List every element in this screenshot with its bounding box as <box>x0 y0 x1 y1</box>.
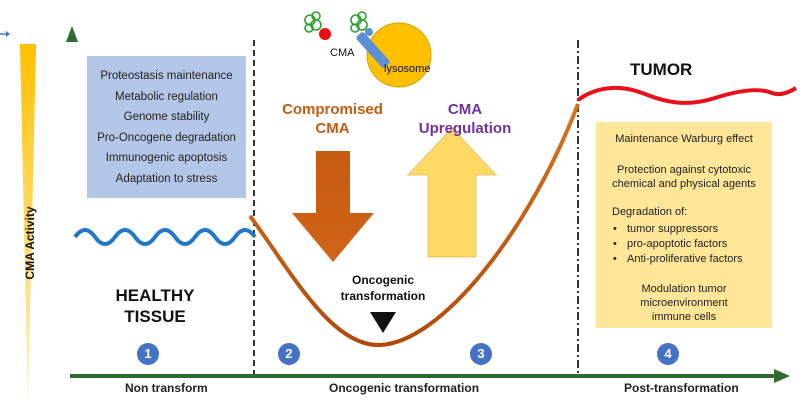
x-label-post-transformation: Post-transformation <box>624 381 739 395</box>
phase-badge-4: 4 <box>657 343 679 365</box>
phase-badge-1: 1 <box>137 343 159 365</box>
tumor-activity-wave <box>576 85 798 105</box>
activity-gradient-triangle <box>20 44 36 406</box>
x-axis-arrowhead <box>774 369 790 383</box>
cma-label: CMA <box>330 47 355 59</box>
healthy-function: Adaptation to stress <box>115 172 218 185</box>
protein-icon <box>350 11 368 33</box>
tumor-title: TUMOR <box>630 60 693 79</box>
lysosome-label: lysosome <box>384 63 431 75</box>
compromised-down-arrow <box>292 151 374 262</box>
tumor-functions-box: Maintenance Warburg effect Protection ag… <box>596 122 772 328</box>
tumor-function: Maintenance Warburg effect <box>615 133 753 145</box>
upregulation-up-arrow <box>406 127 498 258</box>
healthy-function: Pro-Oncogene degradation <box>97 131 236 144</box>
cma-lysosome-illustration <box>304 11 432 88</box>
healthy-function: Immunogenic apoptosis <box>105 152 228 164</box>
tumor-function: immune cells <box>651 311 717 323</box>
healthy-activity-wave <box>73 228 257 246</box>
healthy-function: Metabolic regulation <box>115 90 218 103</box>
transformation-marker <box>370 312 396 333</box>
healthy-function: Genome stability <box>123 111 210 123</box>
protein-icon <box>304 11 322 33</box>
tumor-function: Protection against cytotoxic <box>617 164 751 176</box>
tumor-function: chemical and physical agents <box>612 178 756 190</box>
cma-upregulation-label: CMA Upregulation <box>418 101 512 137</box>
tumor-function: microenvironment <box>640 297 728 309</box>
healthy-function: Proteostasis maintenance <box>100 70 233 82</box>
degradation-item: •pro-apoptotic factors <box>613 238 728 250</box>
y-axis-arrowhead <box>66 26 78 42</box>
y-axis-label: CMA Activity <box>23 206 37 280</box>
healthy-tissue-title: HEALTHY TISSUE <box>115 286 195 326</box>
degradation-title: Degradation of: <box>612 206 688 218</box>
lamp2a-receptor-icon <box>356 32 390 68</box>
degradation-item: •tumor suppressors <box>613 223 719 235</box>
corner-arrow-icon <box>0 31 10 37</box>
degradation-item: •Anti-proliferative factors <box>613 253 743 265</box>
phase-badge-3: 3 <box>470 343 492 365</box>
x-label-non-transform: Non transform <box>125 381 208 395</box>
x-label-oncogenic-transformation: Oncogenic transformation <box>329 381 480 395</box>
phase-badge-2: 2 <box>278 343 300 365</box>
tumor-function: Modulation tumor <box>641 283 727 295</box>
oncogenic-transformation-label: Oncogenic transformation <box>340 273 426 303</box>
lysosome-icon <box>366 22 432 88</box>
compromised-cma-label: Compromised CMA <box>282 101 383 137</box>
chaperone-icon <box>319 28 331 40</box>
healthy-functions-box: Proteostasis maintenance Metabolic regul… <box>87 56 246 198</box>
oncogenic-u-curve <box>248 103 580 348</box>
